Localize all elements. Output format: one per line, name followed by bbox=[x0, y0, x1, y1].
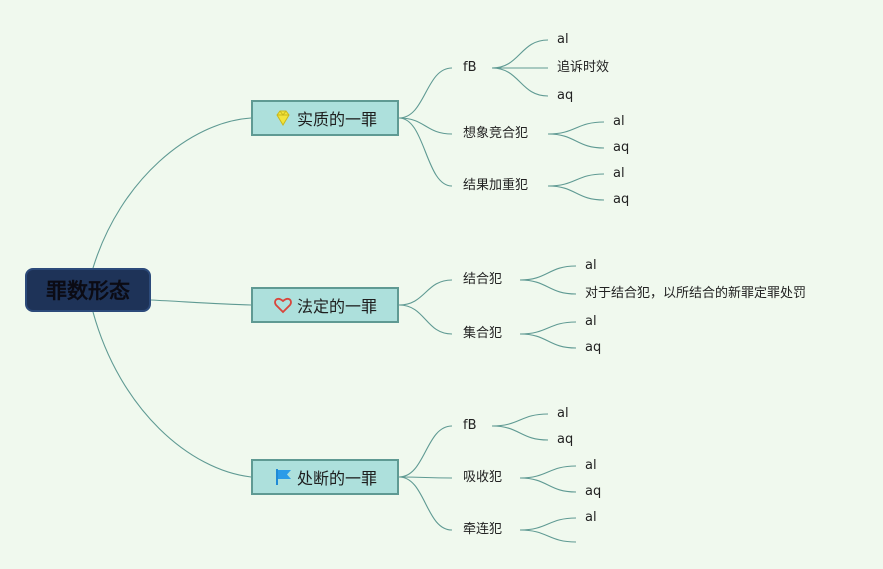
branch-label: 实质的一罪 bbox=[296, 110, 377, 129]
branch-to-subtopic-line bbox=[398, 476, 453, 531]
branch-substantive-one-crime[interactable]: 实质的一罪 bbox=[251, 100, 399, 136]
leaf-topic[interactable]: aq bbox=[557, 88, 574, 103]
branch-to-subtopic-line bbox=[398, 476, 453, 479]
subtopic[interactable]: 集合犯 bbox=[463, 326, 503, 341]
leaf-topic[interactable]: al bbox=[585, 314, 597, 329]
subtopic-to-leaf-line bbox=[547, 173, 605, 187]
root-to-branch-line bbox=[92, 117, 252, 269]
subtopic-to-leaf-line bbox=[519, 517, 577, 531]
root-topic[interactable]: 罪数形态 bbox=[25, 268, 151, 312]
leaf-topic[interactable]: al bbox=[557, 32, 569, 47]
branch-to-subtopic-line bbox=[398, 425, 453, 478]
subtopic-to-leaf-line bbox=[491, 413, 549, 427]
leaf-topic[interactable]: aq bbox=[557, 432, 574, 447]
heart-icon bbox=[273, 295, 293, 315]
subtopic[interactable]: fB bbox=[463, 60, 477, 75]
flag-icon bbox=[273, 467, 293, 487]
subtopic-to-leaf-line bbox=[491, 425, 549, 441]
subtopic[interactable]: 想象竞合犯 bbox=[463, 126, 529, 141]
leaf-topic[interactable]: aq bbox=[585, 484, 602, 499]
subtopic-to-leaf-line bbox=[519, 333, 577, 349]
root-to-branch-line bbox=[150, 299, 252, 306]
root-to-branch-line bbox=[92, 311, 252, 478]
branch-to-subtopic-line bbox=[398, 279, 453, 306]
leaf-topic[interactable]: al bbox=[585, 458, 597, 473]
leaf-topic[interactable]: al bbox=[613, 114, 625, 129]
subtopic[interactable]: fB bbox=[463, 418, 477, 433]
branch-label: 法定的一罪 bbox=[296, 297, 377, 316]
subtopic-to-leaf-line bbox=[519, 321, 577, 335]
leaf-topic[interactable]: aq bbox=[613, 140, 630, 155]
subtopic-to-leaf-line bbox=[547, 133, 605, 149]
branch-to-subtopic-line bbox=[398, 67, 453, 119]
subtopic-to-leaf-line bbox=[547, 185, 605, 201]
branch-to-subtopic-line bbox=[398, 117, 453, 187]
root-topic-label: 罪数形态 bbox=[46, 279, 130, 303]
branch-disposed-one-crime[interactable]: 处断的一罪 bbox=[251, 459, 399, 495]
leaf-topic[interactable]: al bbox=[585, 510, 597, 525]
subtopic-to-leaf-line bbox=[519, 465, 577, 479]
branch-to-subtopic-line bbox=[398, 304, 453, 335]
subtopic[interactable]: 牵连犯 bbox=[463, 522, 503, 537]
leaf-topic[interactable]: al bbox=[613, 166, 625, 181]
subtopic[interactable]: 结果加重犯 bbox=[463, 178, 529, 193]
subtopic-to-leaf-line bbox=[519, 477, 577, 493]
subtopic-to-leaf-line bbox=[519, 279, 577, 295]
subtopic-to-leaf-line bbox=[519, 529, 577, 543]
subtopic-to-leaf-line bbox=[519, 265, 577, 281]
subtopic-to-leaf-line bbox=[547, 121, 605, 135]
subtopic-to-leaf-line bbox=[491, 67, 549, 97]
leaf-topic[interactable]: 追诉时效 bbox=[557, 60, 610, 75]
gem-icon bbox=[273, 108, 293, 128]
subtopic[interactable]: 结合犯 bbox=[463, 272, 503, 287]
subtopic-to-leaf-line bbox=[491, 39, 549, 69]
leaf-topic[interactable]: aq bbox=[585, 340, 602, 355]
branch-to-subtopic-line bbox=[398, 117, 453, 135]
leaf-topic[interactable]: 对于结合犯，以所结合的新罪定罪处罚 bbox=[585, 286, 807, 301]
leaf-topic[interactable]: aq bbox=[613, 192, 630, 207]
branch-label: 处断的一罪 bbox=[296, 469, 377, 488]
branch-statutory-one-crime[interactable]: 法定的一罪 bbox=[251, 287, 399, 323]
leaf-topic[interactable]: al bbox=[585, 258, 597, 273]
subtopic[interactable]: 吸收犯 bbox=[463, 470, 503, 485]
leaf-topic[interactable]: al bbox=[557, 406, 569, 421]
